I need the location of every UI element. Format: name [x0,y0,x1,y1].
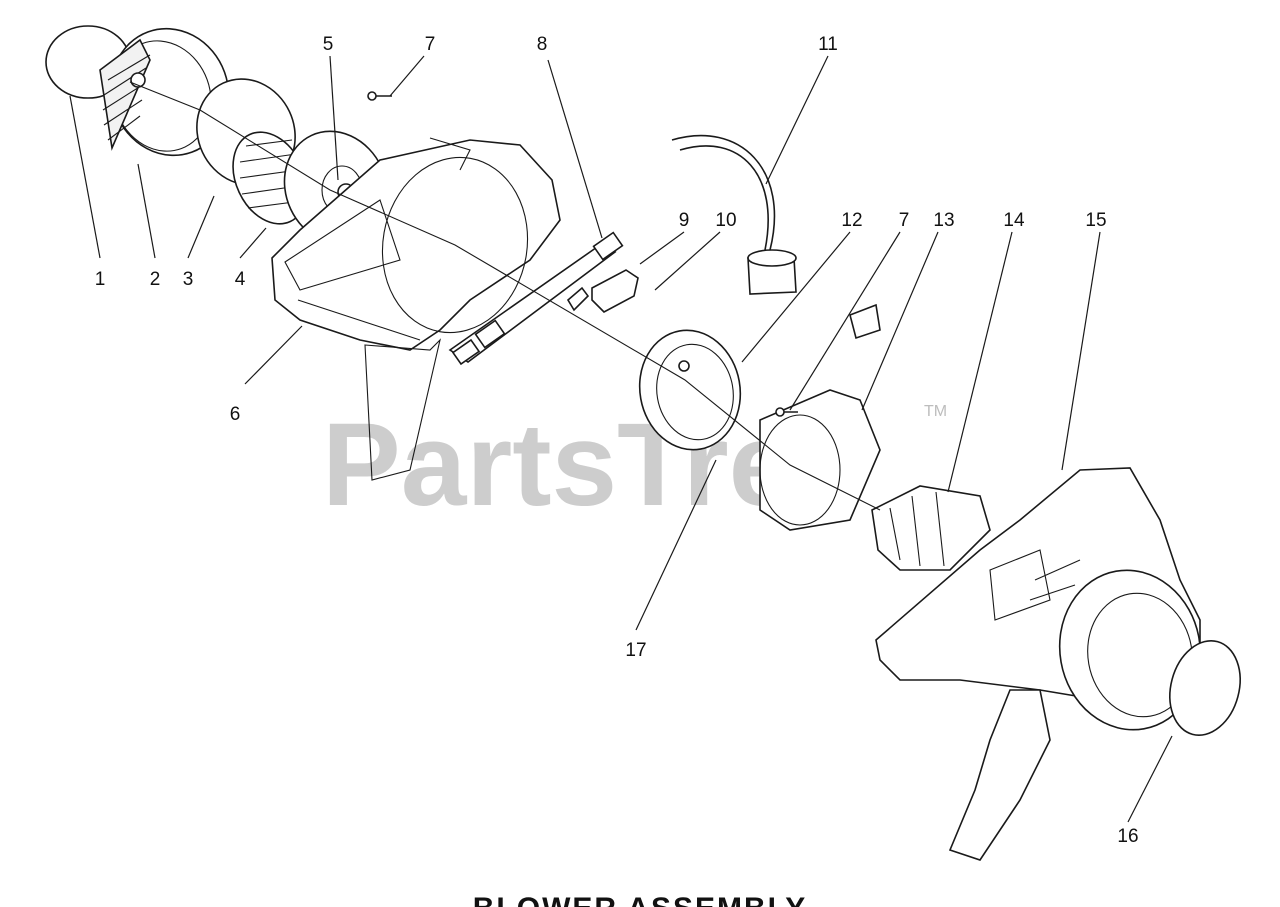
part-13-motor-can [759,303,881,531]
part-12-motor-mount [638,329,742,451]
callout-10: 10 [715,210,736,231]
part-14-motor [871,485,991,571]
callout-16: 16 [1117,826,1138,847]
callout-7-upper: 7 [425,34,436,55]
callout-5: 5 [323,34,334,55]
part-15-right-housing [875,467,1202,861]
callout-3: 3 [183,269,194,290]
callout-14: 14 [1003,210,1025,231]
callout-4: 4 [235,269,246,290]
callout-12: 12 [841,210,862,231]
callout-1: 1 [95,269,106,290]
watermark-trademark: TM [924,403,947,420]
part-8-cord-strip [448,231,624,366]
callout-labels: 1 2 3 4 5 6 7 8 9 10 11 12 7 13 14 15 16… [95,34,1139,847]
diagram-title: BLOWER ASSEMBLY [473,892,807,907]
callout-11: 11 [818,34,838,55]
callout-7-lower: 7 [899,210,910,231]
leader-lines [69,55,1173,823]
screw-7-upper [367,91,392,101]
part-9-switch-clip [566,286,590,312]
part-16-end-cap [1169,640,1241,736]
callout-15: 15 [1085,210,1106,231]
callout-17: 17 [625,640,646,661]
callout-2: 2 [150,269,161,290]
callout-8: 8 [537,34,548,55]
part-10-switch [591,269,639,313]
callout-9: 9 [679,210,690,231]
callout-6: 6 [230,404,241,425]
callout-13: 13 [933,210,954,231]
screw-7-lower [775,407,798,417]
part-11-power-cord [671,134,797,295]
part-6-left-housing [271,137,561,481]
